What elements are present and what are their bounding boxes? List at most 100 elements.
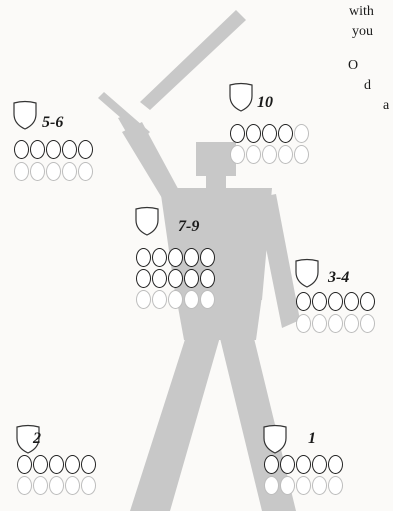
structure-pips (17, 476, 96, 495)
structure-pip[interactable] (65, 476, 80, 495)
armor-pip[interactable] (33, 455, 48, 474)
shield-icon (229, 82, 253, 112)
armor-pip[interactable] (294, 124, 309, 143)
structure-pips (14, 162, 93, 181)
structure-pip[interactable] (294, 145, 309, 164)
armor-pip[interactable] (81, 455, 96, 474)
lowered-arm (256, 194, 300, 328)
armor-pip[interactable] (65, 455, 80, 474)
armor-pip[interactable] (184, 248, 199, 267)
structure-pip[interactable] (33, 476, 48, 495)
armor-pip[interactable] (49, 455, 64, 474)
prose-line: d (364, 78, 371, 93)
armor-pip[interactable] (200, 248, 215, 267)
armor-pip[interactable] (136, 248, 151, 267)
armor-pip[interactable] (14, 140, 29, 159)
prose-line: with (349, 4, 374, 19)
hit-range-label: 1 (308, 430, 316, 447)
shield-icon (295, 258, 319, 288)
armor-pips (230, 124, 309, 143)
armor-pips (14, 140, 93, 159)
structure-pip[interactable] (14, 162, 29, 181)
armor-pip[interactable] (312, 292, 327, 311)
structure-pip[interactable] (328, 314, 343, 333)
armor-pip[interactable] (78, 140, 93, 159)
armor-pip[interactable] (152, 269, 167, 288)
structure-pip[interactable] (360, 314, 375, 333)
structure-pip[interactable] (81, 476, 96, 495)
structure-pips (230, 145, 309, 164)
armor-pip[interactable] (152, 248, 167, 267)
hit-range-label: 5-6 (42, 114, 64, 131)
armor-pip[interactable] (328, 455, 343, 474)
armor-pip[interactable] (296, 292, 311, 311)
structure-pip[interactable] (136, 290, 151, 309)
structure-pip[interactable] (280, 476, 295, 495)
shield-icon (13, 100, 37, 130)
structure-pips (264, 476, 343, 495)
structure-pip[interactable] (312, 314, 327, 333)
armor-pip[interactable] (168, 248, 183, 267)
prose-line: a (383, 98, 390, 113)
armor-pip[interactable] (262, 124, 277, 143)
armor-pips (17, 455, 96, 474)
armor-pips (296, 292, 375, 311)
hit-range-label: 2 (33, 430, 41, 447)
armor-pip[interactable] (184, 269, 199, 288)
armor-pip[interactable] (17, 455, 32, 474)
armor-pip[interactable] (246, 124, 261, 143)
structure-pip[interactable] (328, 476, 343, 495)
raised-arm (122, 122, 182, 208)
armor-pip[interactable] (328, 292, 343, 311)
hit-range-label: 7-9 (178, 218, 200, 235)
structure-pip[interactable] (168, 290, 183, 309)
structure-pip[interactable] (152, 290, 167, 309)
structure-pip[interactable] (78, 162, 93, 181)
armor-pip[interactable] (230, 124, 245, 143)
shield-icon (16, 424, 40, 454)
armor-pip[interactable] (296, 455, 311, 474)
armor-pip[interactable] (136, 269, 151, 288)
structure-pip[interactable] (30, 162, 45, 181)
armor-pip[interactable] (344, 292, 359, 311)
shield-icon (135, 206, 159, 236)
structure-pip[interactable] (46, 162, 61, 181)
armor-pips (136, 269, 215, 288)
rules-text-fragment: with you O d a (333, 0, 393, 140)
prose-line: you (352, 24, 373, 39)
armor-pip[interactable] (360, 292, 375, 311)
armor-pip[interactable] (278, 124, 293, 143)
structure-pip[interactable] (344, 314, 359, 333)
structure-pip[interactable] (230, 145, 245, 164)
structure-pip[interactable] (296, 476, 311, 495)
prose-line: O (348, 58, 359, 73)
structure-pip[interactable] (264, 476, 279, 495)
armor-pip[interactable] (280, 455, 295, 474)
armor-pips (264, 455, 343, 474)
armor-pip[interactable] (312, 455, 327, 474)
structure-pip[interactable] (184, 290, 199, 309)
structure-pip[interactable] (62, 162, 77, 181)
structure-pip[interactable] (278, 145, 293, 164)
hit-range-label: 10 (257, 94, 273, 111)
armor-pip[interactable] (264, 455, 279, 474)
hit-range-label: 3-4 (328, 269, 350, 286)
armor-pip[interactable] (30, 140, 45, 159)
armor-pips (136, 248, 215, 267)
shield-icon (263, 424, 287, 454)
structure-pips (136, 290, 215, 309)
structure-pip[interactable] (296, 314, 311, 333)
armor-pip[interactable] (168, 269, 183, 288)
armor-pip[interactable] (200, 269, 215, 288)
armor-pip[interactable] (46, 140, 61, 159)
structure-pip[interactable] (312, 476, 327, 495)
structure-pip[interactable] (246, 145, 261, 164)
figure-leg-left (130, 330, 222, 511)
structure-pip[interactable] (49, 476, 64, 495)
structure-pips (296, 314, 375, 333)
structure-pip[interactable] (262, 145, 277, 164)
sword-blade (140, 10, 246, 110)
structure-pip[interactable] (200, 290, 215, 309)
armor-pip[interactable] (62, 140, 77, 159)
structure-pip[interactable] (17, 476, 32, 495)
